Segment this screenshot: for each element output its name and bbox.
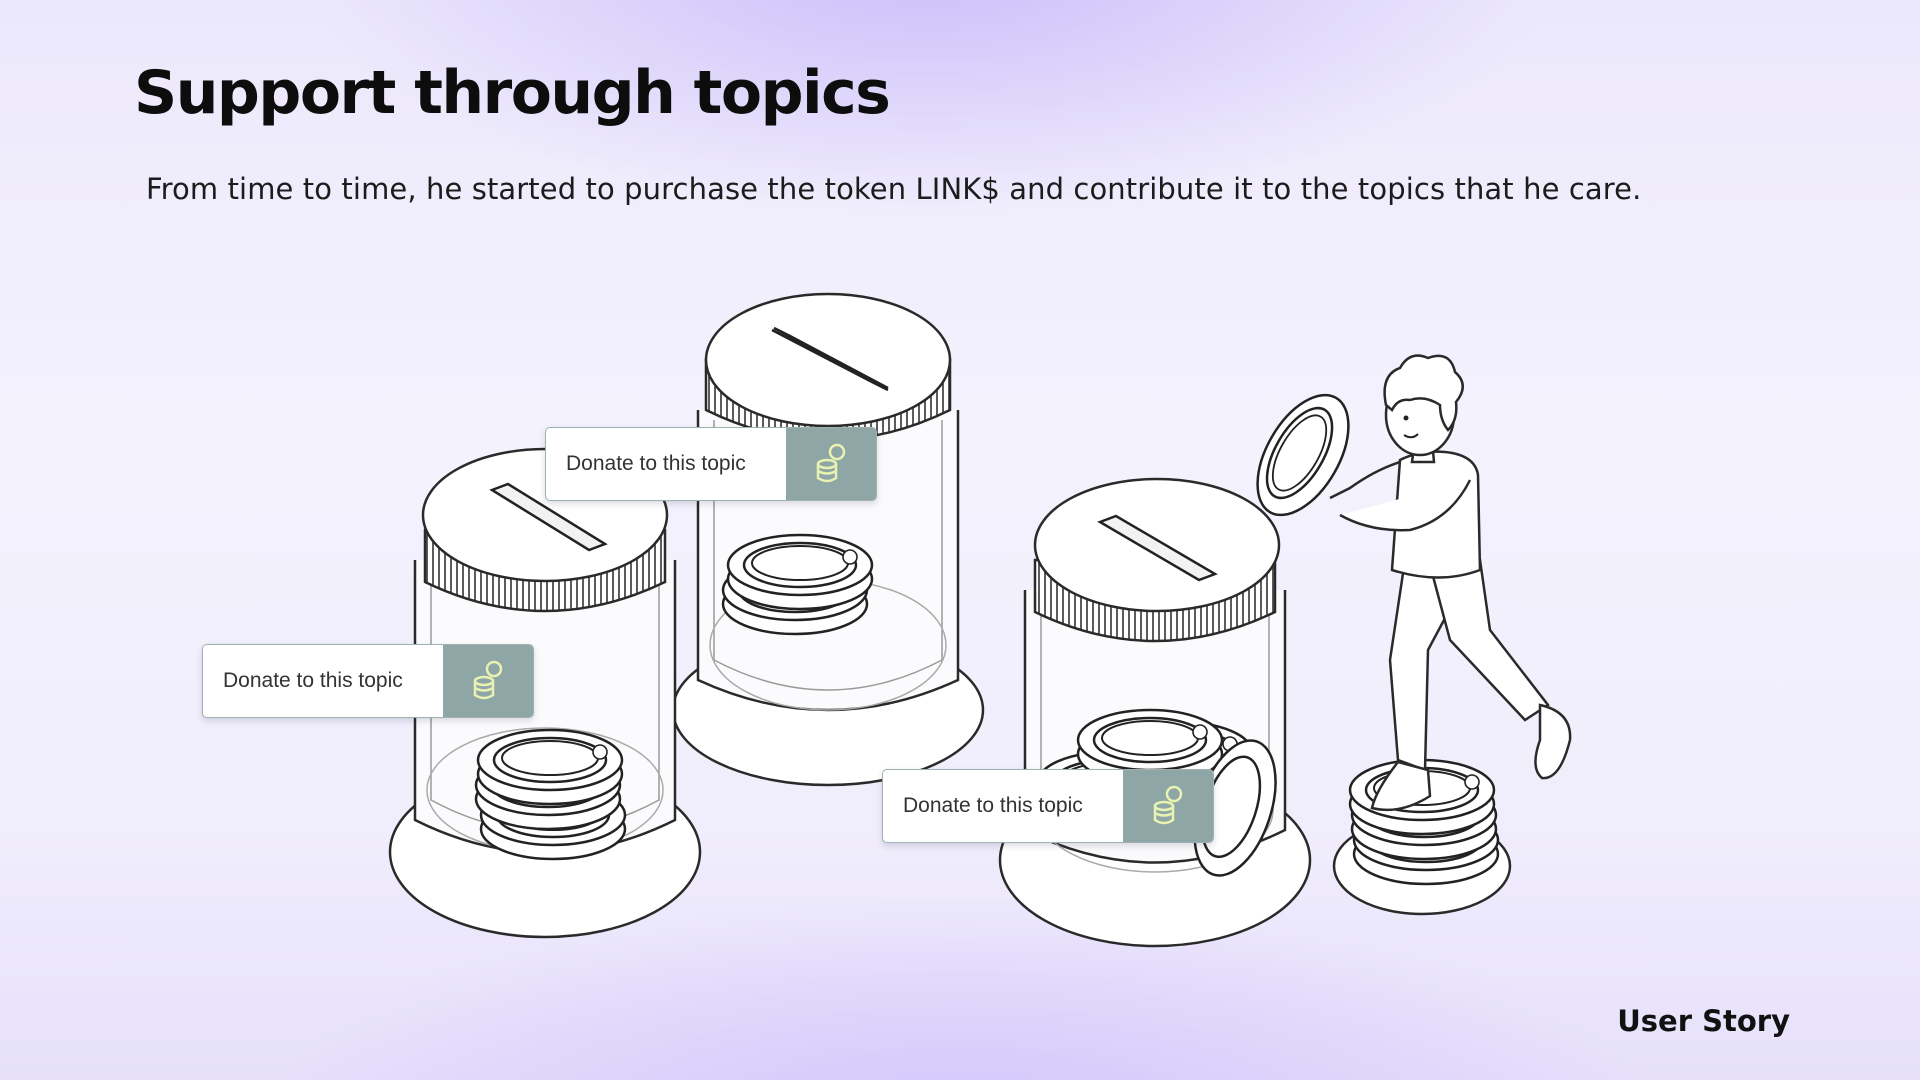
donate-button[interactable]: [786, 428, 876, 500]
jar-left: [388, 447, 702, 939]
donate-card-1[interactable]: Donate to this topic: [545, 427, 877, 501]
donate-label: Donate to this topic: [903, 794, 1083, 817]
coin-stack-icon: [1153, 785, 1183, 825]
jar-back: [671, 292, 985, 787]
jar-right: [998, 477, 1312, 948]
donate-card-2[interactable]: Donate to this topic: [202, 644, 534, 718]
person-illustration: [1256, 354, 1572, 916]
section-label: User Story: [1617, 1004, 1790, 1038]
donate-button[interactable]: [1123, 770, 1213, 842]
donate-button[interactable]: [443, 645, 533, 717]
coin-stack-icon: [816, 443, 846, 483]
donate-label: Donate to this topic: [566, 452, 746, 475]
coin-stack-icon: [473, 660, 503, 700]
donate-card-3[interactable]: Donate to this topic: [882, 769, 1214, 843]
donate-label: Donate to this topic: [223, 669, 403, 692]
page-subtitle: From time to time, he started to purchas…: [146, 172, 1642, 206]
page-title: Support through topics: [134, 58, 891, 128]
